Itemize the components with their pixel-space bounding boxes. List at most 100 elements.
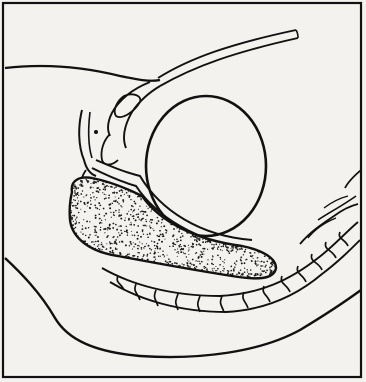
stipple-dot [226,249,227,250]
stipple-dot [194,240,195,241]
stipple-dot [115,196,116,197]
stipple-dot [73,221,74,222]
stipple-dot [90,194,91,195]
stipple-dot [131,231,132,232]
stipple-dot [169,264,171,266]
stipple-dot [253,258,254,259]
stipple-dot [76,218,77,219]
stipple-dot [119,241,120,242]
stipple-dot [124,220,126,222]
stipple-dot [219,244,220,245]
stipple-dot [246,246,248,248]
stipple-dot [192,247,193,248]
stipple-dot [142,243,143,244]
stipple-dot [147,208,148,209]
stipple-dot [107,229,108,230]
stipple-dot [137,252,139,254]
stipple-dot [239,248,240,249]
stipple-dot [143,213,145,215]
stipple-dot [142,256,143,257]
stipple-dot [244,271,246,273]
stipple-dot [109,207,111,209]
stipple-dot [114,192,116,194]
stipple-dot [212,268,213,269]
stipple-dot [196,240,197,241]
stipple-dot [179,246,181,248]
stipple-dot [81,184,83,186]
stipple-dot [132,216,133,217]
stipple-dot [102,245,104,247]
stipple-dot [233,270,234,271]
stipple-dot [220,271,222,273]
stipple-dot [140,220,141,221]
stipple-dot [79,184,80,185]
stipple-dot [243,276,245,278]
stipple-dot [95,215,97,217]
stipple-dot [161,226,162,227]
stipple-dot [158,239,160,241]
stipple-dot [204,266,205,267]
stipple-dot [113,212,115,214]
stipple-dot [217,248,218,249]
stipple-dot [114,241,116,243]
stipple-dot [222,270,223,271]
stipple-dot [89,207,91,209]
stipple-dot [134,203,136,205]
stipple-dot [154,256,155,257]
stipple-dot [159,230,161,232]
stipple-dot [151,222,153,224]
stipple-dot [169,222,171,224]
stipple-dot [85,227,87,229]
stipple-dot [165,263,167,265]
stipple-dot [122,199,124,201]
stipple-dot [110,212,111,213]
stipple-dot [180,240,182,242]
stipple-dot [232,246,234,248]
stipple-dot [138,209,139,210]
stipple-dot [120,218,122,220]
stipple-dot [95,235,96,236]
stipple-dot [120,225,122,227]
stipple-dot [192,235,194,237]
stipple-dot [233,268,235,270]
stipple-dot [162,254,164,256]
stipple-dot [261,261,263,263]
stipple-dot [150,227,152,229]
stipple-dot [119,253,121,255]
stipple-dot [167,255,168,256]
stipple-dot [240,269,242,271]
stipple-dot [259,274,261,276]
stipple-dot [230,270,232,272]
stipple-dot [105,187,106,188]
stipple-dot [75,219,76,220]
stipple-dot [93,179,95,181]
stipple-dot [188,249,189,250]
stipple-dot [77,187,79,189]
stipple-dot [147,254,149,256]
stipple-dot [74,184,75,185]
stipple-dot [136,214,138,216]
stipple-dot [266,270,268,272]
stipple-dot [90,183,91,184]
stipple-dot [71,210,72,211]
stipple-dot [255,274,256,275]
stipple-dot [130,222,131,223]
stipple-dot [178,253,179,254]
stipple-dot [70,210,71,211]
stipple-dot [132,249,133,250]
stipple-dot [143,234,144,235]
stipple-dot [174,266,176,268]
stipple-dot [168,258,170,260]
stipple-dot [182,236,183,237]
stipple-dot [75,227,76,228]
stipple-dot [274,266,275,267]
stipple-dot [128,211,129,212]
stipple-dot [139,252,140,253]
stipple-dot [99,205,101,207]
stipple-dot [266,261,268,263]
stipple-dot [86,220,88,222]
stipple-dot [186,232,187,233]
stipple-dot [74,192,76,194]
stipple-dot [260,273,261,274]
stipple-dot [158,221,159,222]
